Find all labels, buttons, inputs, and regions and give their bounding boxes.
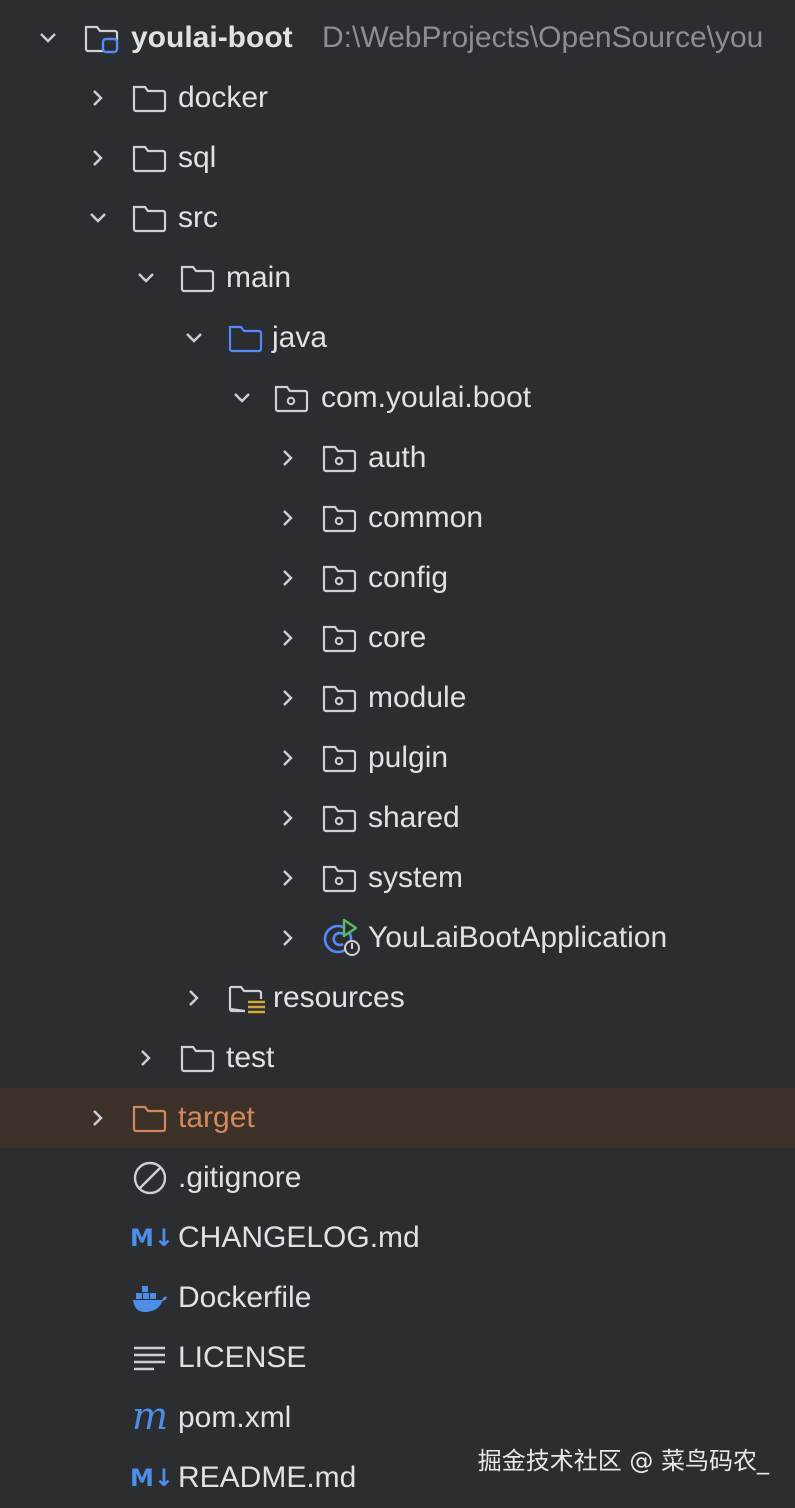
watermark: 掘金技术社区 @ 菜鸟码农_ [477, 1447, 769, 1475]
chevron-right-icon[interactable] [86, 86, 110, 110]
chevron-down-icon[interactable] [230, 386, 254, 410]
tree-label-common: common [368, 501, 484, 534]
chevron-down-icon[interactable] [134, 266, 158, 290]
tree-row-shared[interactable]: shared [0, 788, 795, 848]
tree-row-src[interactable]: src [0, 188, 795, 248]
tree-label-shared: shared [368, 801, 460, 834]
chevron-right-icon[interactable] [276, 506, 300, 530]
tree-label-core: core [368, 621, 427, 654]
tree-label-main: main [226, 261, 292, 294]
chevron-right-icon[interactable] [182, 986, 206, 1010]
tree-row-app-class[interactable]: YouLaiBootApplication [0, 908, 795, 968]
tree-row-core[interactable]: core [0, 608, 795, 668]
docker-icon [133, 1286, 167, 1312]
package-icon [322, 745, 357, 773]
tree-label-package: com.youlai.boot [321, 381, 532, 414]
source-folder-icon [228, 325, 263, 353]
chevron-right-icon[interactable] [276, 566, 300, 590]
chevron-right-icon[interactable] [276, 866, 300, 890]
resources-folder-icon [228, 985, 265, 1014]
chevron-right-icon[interactable] [276, 446, 300, 470]
package-icon [322, 865, 357, 893]
markdown-icon: M↓ [130, 1464, 174, 1492]
folder-icon [180, 1045, 215, 1073]
tree-label-module: module [368, 681, 467, 714]
tree-label-java: java [272, 321, 328, 354]
excluded-folder-icon [132, 1105, 167, 1133]
folder-icon [132, 145, 167, 173]
chevron-right-icon[interactable] [86, 146, 110, 170]
chevron-right-icon[interactable] [276, 926, 300, 950]
package-icon [322, 685, 357, 713]
tree-label-license: LICENSE [178, 1341, 307, 1374]
tree-row-system[interactable]: system [0, 848, 795, 908]
tree-label-dockerfile: Dockerfile [178, 1281, 312, 1314]
chevron-down-icon[interactable] [182, 326, 206, 350]
tree-label-app-class: YouLaiBootApplication [368, 921, 668, 954]
module-folder-icon [84, 25, 119, 54]
tree-row-main[interactable]: main [0, 248, 795, 308]
package-icon [322, 805, 357, 833]
tree-label-docker: docker [178, 81, 269, 114]
tree-label-readme: README.md [178, 1461, 357, 1494]
tree-label-changelog: CHANGELOG.md [178, 1221, 420, 1254]
tree-row-pom[interactable]: m pom.xml [0, 1388, 795, 1448]
tree-label-target: target [178, 1101, 255, 1134]
tree-label-pulgin: pulgin [368, 741, 449, 774]
package-icon [322, 505, 357, 533]
tree-row-package[interactable]: com.youlai.boot [0, 368, 795, 428]
tree-row-gitignore[interactable]: .gitignore [0, 1148, 795, 1208]
tree-label-config: config [368, 561, 449, 594]
tree-row-module[interactable]: module [0, 668, 795, 728]
tree-row-license[interactable]: LICENSE [0, 1328, 795, 1388]
chevron-right-icon[interactable] [276, 686, 300, 710]
tree-row-auth[interactable]: auth [0, 428, 795, 488]
ignore-file-icon [133, 1161, 167, 1195]
tree-label-test: test [226, 1041, 275, 1074]
chevron-right-icon[interactable] [276, 626, 300, 650]
tree-row-youlai-boot[interactable]: youlai-boot D:\WebProjects\OpenSource\yo… [0, 8, 795, 68]
tree-row-sql[interactable]: sql [0, 128, 795, 188]
folder-icon [132, 85, 167, 113]
tree-label-gitignore: .gitignore [178, 1161, 302, 1194]
tree-row-pulgin[interactable]: pulgin [0, 728, 795, 788]
tree-row-test[interactable]: test [0, 1028, 795, 1088]
tree-row-readme[interactable]: M↓ README.md [0, 1448, 795, 1508]
chevron-down-icon[interactable] [36, 26, 60, 50]
tree-row-common[interactable]: common [0, 488, 795, 548]
maven-icon: m [132, 1394, 169, 1438]
package-icon [322, 565, 357, 593]
tree-row-target[interactable]: target [0, 1088, 795, 1148]
tree-label-system: system [368, 861, 464, 894]
tree-label-root: youlai-boot [131, 21, 293, 54]
chevron-down-icon[interactable] [86, 206, 110, 230]
spring-boot-class-icon [323, 918, 360, 956]
tree-row-resources[interactable]: resources [0, 968, 795, 1028]
chevron-right-icon[interactable] [276, 806, 300, 830]
package-icon [322, 625, 357, 653]
package-icon [322, 445, 357, 473]
tree-label-src: src [178, 201, 218, 234]
folder-icon [180, 265, 215, 293]
tree-row-docker[interactable]: docker [0, 68, 795, 128]
text-file-icon [134, 1346, 165, 1371]
chevron-right-icon[interactable] [276, 746, 300, 770]
project-path: D:\WebProjects\OpenSource\you [322, 21, 764, 54]
tree-row-dockerfile[interactable]: Dockerfile [0, 1268, 795, 1328]
tree-row-changelog[interactable]: M↓ CHANGELOG.md [0, 1208, 795, 1268]
folder-icon [132, 205, 167, 233]
chevron-right-icon[interactable] [134, 1046, 158, 1070]
tree-row-java[interactable]: java [0, 308, 795, 368]
package-icon [274, 385, 309, 413]
tree-label-resources: resources [273, 981, 405, 1014]
tree-row-config[interactable]: config [0, 548, 795, 608]
markdown-icon: M↓ [130, 1224, 174, 1252]
tree-label-pom: pom.xml [178, 1401, 292, 1434]
chevron-right-icon[interactable] [86, 1106, 110, 1130]
tree-label-auth: auth [368, 441, 427, 474]
tree-label-sql: sql [178, 141, 217, 174]
